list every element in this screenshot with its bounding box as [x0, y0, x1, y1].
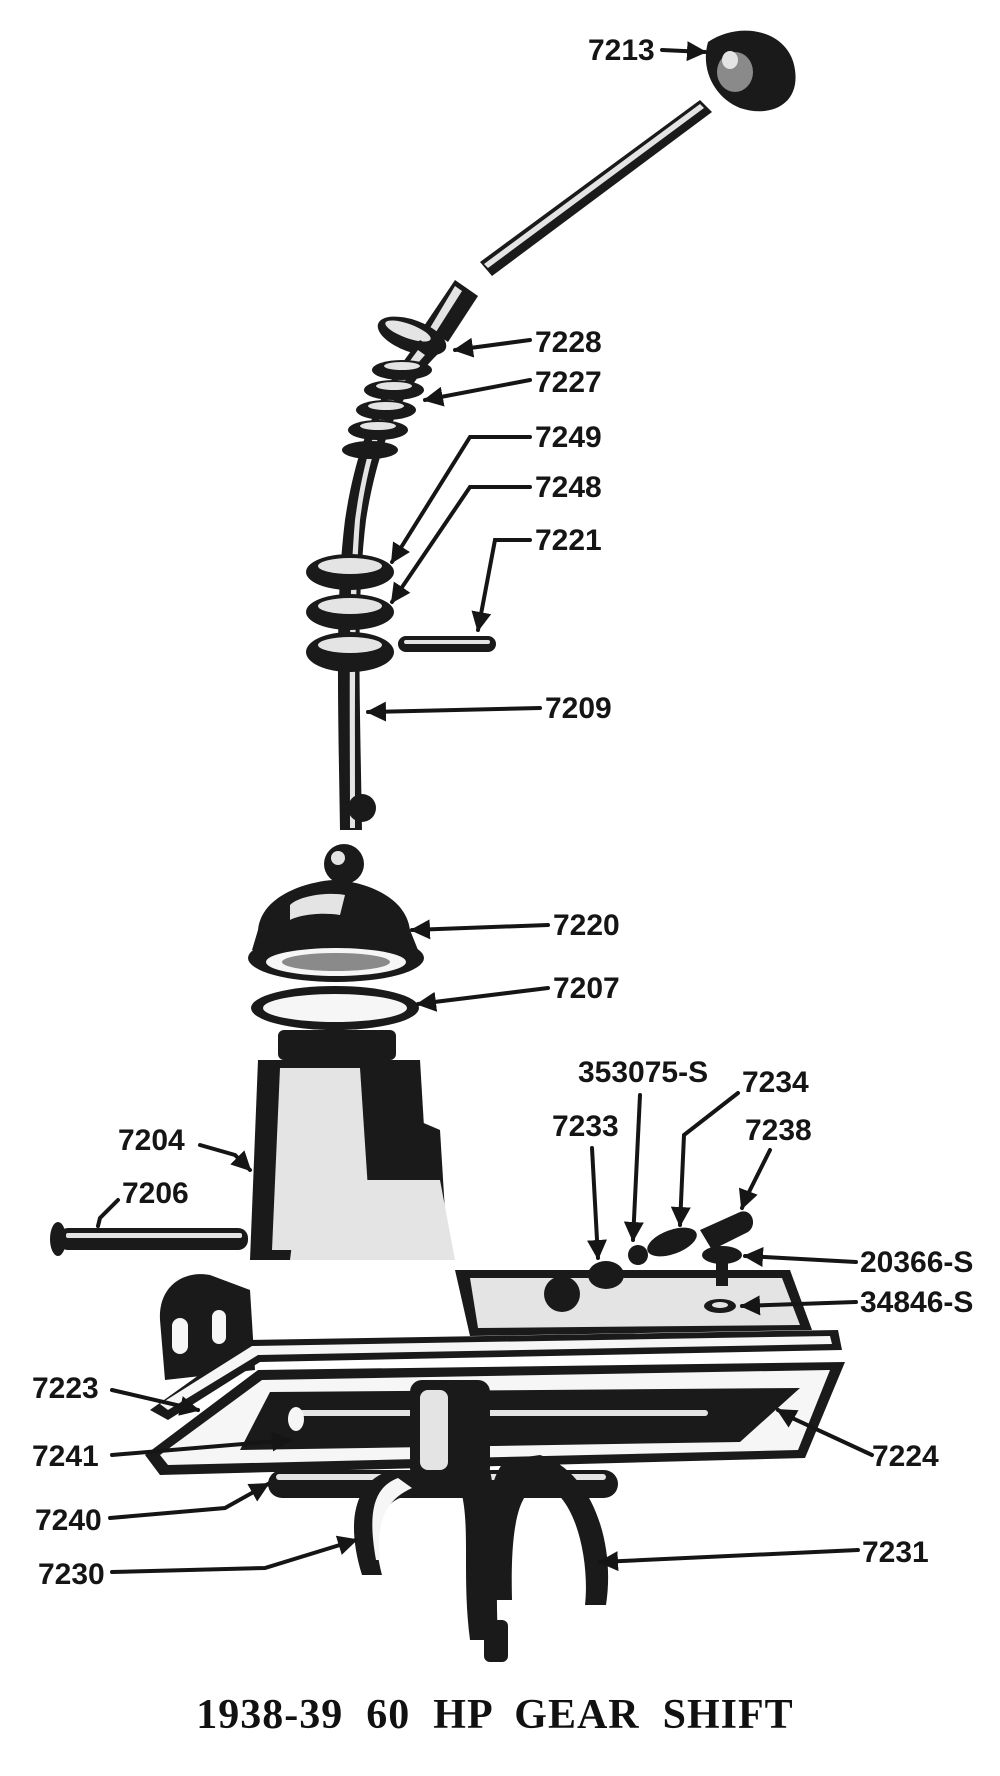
housing-cap-7220: [248, 880, 424, 982]
illustration: [50, 30, 845, 1662]
spring-7227: [342, 360, 432, 459]
label-7206: 7206: [122, 1177, 189, 1210]
upper-lever-rod: [480, 100, 712, 276]
shift-housing-7204: [159, 1030, 812, 1380]
label-7231: 7231: [862, 1536, 929, 1569]
pin-7221: [398, 636, 496, 652]
label-7234: 7234: [742, 1066, 809, 1099]
shift-fork-7230: [353, 1470, 508, 1662]
shift-knob-7213: [705, 30, 796, 112]
label-7213: 7213: [588, 34, 655, 67]
label-20366-s: 20366-S: [860, 1246, 973, 1279]
label-7204: 7204: [118, 1124, 185, 1157]
label-7207: 7207: [553, 972, 620, 1005]
shift-rail-7241: [288, 1406, 720, 1432]
label-7228: 7228: [535, 326, 602, 359]
label-7230: 7230: [38, 1558, 105, 1591]
lever-sleeve: [424, 280, 478, 342]
label-7249: 7249: [535, 421, 602, 454]
label-7227: 7227: [535, 366, 602, 399]
label-7248: 7248: [535, 471, 602, 504]
label-7224: 7224: [872, 1440, 939, 1473]
label-7221: 7221: [535, 524, 602, 557]
pivot-collars-7249-7248: [306, 554, 394, 672]
label-34846-s: 34846-S: [860, 1286, 973, 1319]
detent-parts: [588, 1211, 754, 1289]
label-353075-s: 353075-S: [578, 1056, 708, 1089]
gasket-ring-7207: [251, 986, 419, 1030]
label-7223: 7223: [32, 1372, 99, 1405]
leader-lines: [96, 41, 874, 1574]
label-7240: 7240: [35, 1504, 102, 1537]
bolt-and-washer: [702, 1246, 742, 1313]
shift-fork-7231: [410, 1380, 609, 1605]
diagram-caption: 1938-39 60 HP GEAR SHIFT: [196, 1692, 793, 1738]
long-pin-7206: [50, 1222, 248, 1256]
lever-ball-end: [324, 794, 376, 884]
shift-lever-7209: [337, 340, 440, 830]
label-7220: 7220: [553, 909, 620, 942]
label-7209: 7209: [545, 692, 612, 725]
gasket-7223: [150, 1330, 842, 1420]
label-7241: 7241: [32, 1440, 99, 1473]
label-7233: 7233: [552, 1110, 619, 1143]
label-7238: 7238: [745, 1114, 812, 1147]
part-labels: 7213 7228 7227 7249 7248 7221 7209 7220 …: [32, 34, 973, 1591]
